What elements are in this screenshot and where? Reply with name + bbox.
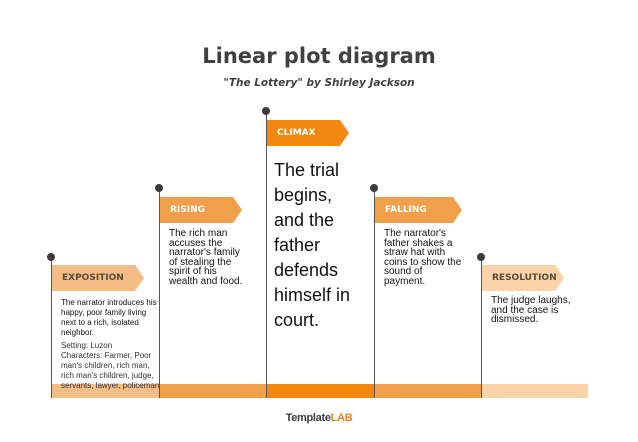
stem-exposition (51, 258, 52, 398)
page-subtitle: "The Lottery" by Shirley Jackson (223, 77, 415, 89)
exposition-setting: Setting: Luzon (61, 341, 113, 350)
templatelab-logo: TemplateLAB (285, 412, 353, 424)
stage-label-resolution: RESOLUTION (482, 265, 564, 291)
stage-label-climax: CLIMAX (267, 120, 349, 146)
marker-falling (370, 184, 378, 192)
stage-label-rising: RISING ACTION (160, 197, 242, 223)
page-title: Linear plot diagram (202, 44, 436, 68)
timeline-bar-exposition (51, 384, 159, 398)
stem-falling (374, 189, 375, 398)
stage-label-falling: FALLING ACTION (375, 197, 462, 223)
stem-resolution (481, 258, 482, 398)
timeline-bar-resolution (481, 384, 588, 398)
marker-climax (262, 107, 270, 115)
rising-text: The rich man accuses the narrator's fami… (169, 228, 243, 287)
stem-rising (159, 189, 160, 398)
exposition-characters: Characters: Farmer, Poor man's children,… (61, 351, 160, 390)
marker-rising (155, 184, 163, 192)
climax-text: The trial begins, and the father defends… (274, 160, 351, 330)
exposition-text: The narrator introduces his happy, poor … (61, 298, 157, 337)
stem-climax (266, 112, 267, 398)
marker-resolution (477, 253, 485, 261)
timeline-bar-falling (374, 384, 481, 398)
falling-text: The narrator's father shakes a straw hat… (384, 228, 462, 287)
marker-exposition (47, 253, 55, 261)
stage-label-exposition: EXPOSITION (52, 265, 144, 291)
timeline-bar-rising (159, 384, 266, 398)
resolution-text: The judge laughs, and the case is dismis… (491, 295, 571, 325)
timeline-bar-climax (266, 384, 374, 398)
